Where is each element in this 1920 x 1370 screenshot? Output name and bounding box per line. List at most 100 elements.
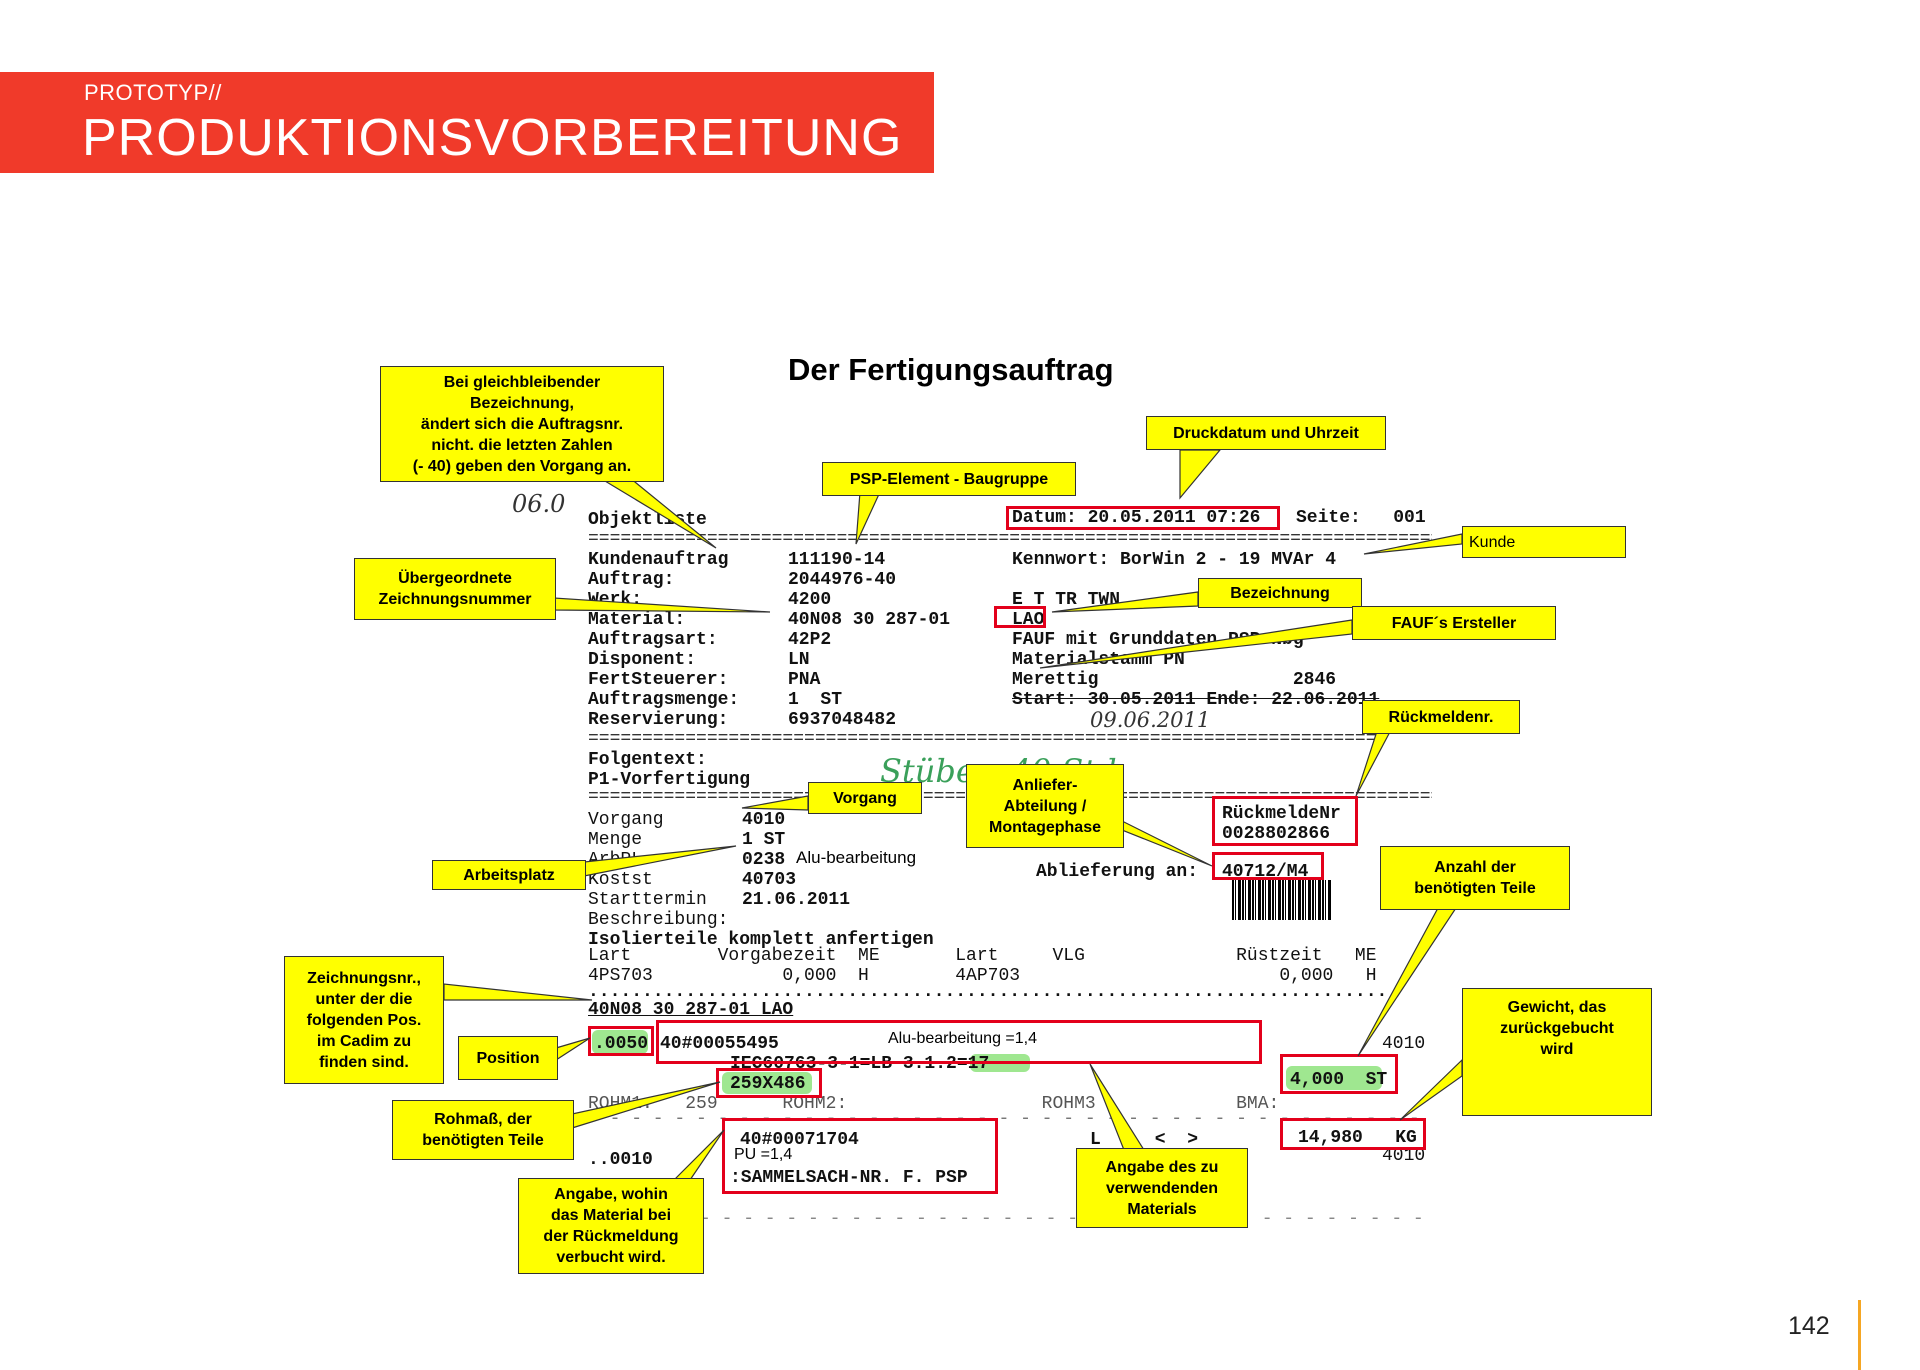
callout-rohmass: Rohmaß, der benötigten Teile xyxy=(392,1100,574,1160)
field-value: 42P2 xyxy=(788,630,832,650)
page-number: 142 xyxy=(1788,1312,1830,1340)
position2-material: 40#00071704 xyxy=(740,1130,859,1150)
callout-rueckmeldenr: Rückmeldenr. xyxy=(1362,700,1520,734)
highlight-quantity xyxy=(1286,1066,1382,1090)
arbpl-note: Alu-bearbeitung xyxy=(796,848,917,867)
frame-rueckmelde xyxy=(1212,796,1358,846)
field-label: Disponent: xyxy=(588,650,697,670)
lart-header: Lart Vorgabezeit ME Lart VLG Rüstzeit ME xyxy=(588,946,1377,966)
pointer-angabe-material xyxy=(1089,1063,1146,1151)
frame-material-line xyxy=(656,1020,1262,1064)
dots-line: ........................................… xyxy=(588,982,1388,1002)
pointer-uebergeordnete xyxy=(553,597,771,613)
page-accent-bar xyxy=(1858,1300,1861,1370)
field-label: Auftrag: xyxy=(588,570,675,590)
callout-angabe-wohin: Angabe, wohin das Material bei der Rückm… xyxy=(518,1178,704,1274)
rueckmelde-value: 0028802866 xyxy=(1222,824,1331,844)
field-value: 1 ST xyxy=(788,690,843,710)
field-label: FertSteuerer: xyxy=(588,670,729,690)
position2-note: PU =1,4 xyxy=(734,1146,793,1163)
position-dimension: 259X486 xyxy=(730,1074,806,1094)
position-note: Alu-bearbeitung =1,4 xyxy=(888,1030,1037,1047)
vorgang-value: 40703 xyxy=(742,870,797,890)
callout-psp: PSP-Element - Baugruppe xyxy=(822,462,1076,496)
vorgang-label: Vorgang xyxy=(588,810,664,830)
position-material: 40#00055495 xyxy=(660,1034,779,1054)
doc-seite: Seite: 001 xyxy=(1296,508,1426,528)
field-value: 111190-14 xyxy=(788,550,886,570)
field-label: Material: xyxy=(588,610,686,630)
barcode xyxy=(1232,880,1332,920)
position2-mid: L < > xyxy=(1090,1130,1199,1150)
field-value: 4200 xyxy=(788,590,832,610)
pointer-anzahl xyxy=(1357,907,1458,1057)
pointer-zeichnungsnr xyxy=(443,983,593,1001)
vorgang-label: Kostst xyxy=(588,870,653,890)
pointer-angabe-wohin xyxy=(672,1129,725,1181)
pointer-auftragsnr xyxy=(597,477,717,549)
separator-1: ========================================… xyxy=(588,532,1432,546)
frame-datum xyxy=(1006,506,1280,530)
callout-fauf: FAUF´s Ersteller xyxy=(1352,606,1556,640)
field-value: LN xyxy=(788,650,810,670)
right-line: Materialstamm PN xyxy=(1012,650,1185,670)
separator-2: ========================================… xyxy=(588,732,1378,746)
highlight-position xyxy=(592,1030,648,1054)
frame-weight xyxy=(1280,1118,1426,1150)
header-pretitle: PROTOTYP// xyxy=(84,80,222,105)
pointer-fauf xyxy=(1039,619,1353,669)
callout-anliefer: Anliefer- Abteilung / Montagephase xyxy=(966,764,1124,848)
callout-position: Position xyxy=(458,1036,558,1080)
field-value: 2044976-40 xyxy=(788,570,897,590)
right-line: Start: 30.05.2011 Ende: 22.06.2011 xyxy=(1012,690,1380,710)
callout-vorgang: Vorgang xyxy=(808,782,922,814)
callout-arbeitsplatz: Arbeitsplatz xyxy=(432,860,586,890)
ablieferung-label: Ablieferung an: xyxy=(1036,862,1199,882)
pointer-position xyxy=(555,1037,591,1062)
pointer-rueckmeldenr xyxy=(1355,727,1393,797)
rueckmelde-label: RückmeldeNr xyxy=(1222,804,1341,824)
position-vorgang: 4010 xyxy=(1382,1034,1426,1054)
pointer-arbeitsplatz xyxy=(583,845,737,877)
frame-sammel xyxy=(722,1118,998,1194)
field-label: Auftragsart: xyxy=(588,630,718,650)
field-label: Kundenauftrag xyxy=(588,550,729,570)
handwritten-top: 06.0 xyxy=(512,490,566,518)
field-value: PNA xyxy=(788,670,821,690)
callout-zeichnungsnr: Zeichnungsnr., unter der die folgenden P… xyxy=(284,956,444,1084)
field-label: Reservierung: xyxy=(588,710,729,730)
frame-quantity xyxy=(1280,1054,1398,1094)
header-title: PRODUKTIONSVORBEREITUNG xyxy=(82,109,903,167)
right-line: Kennwort: BorWin 2 - 19 MVAr 4 xyxy=(1012,550,1337,570)
lart-row: 4PS703 0,000 H 4AP703 0,000 H xyxy=(588,966,1377,986)
vorgang-value: 21.06.2011 xyxy=(742,890,851,910)
field-value: 6937048482 xyxy=(788,710,897,730)
beschreibung-value: Isolierteile komplett anfertigen xyxy=(588,930,934,950)
pointer-druckdatum xyxy=(1179,449,1222,500)
position2-weight: 14,980 KG xyxy=(1298,1128,1417,1148)
callout-anzahl: Anzahl der benötigten Teile xyxy=(1380,846,1570,910)
callout-uebergeordnete: Übergeordnete Zeichnungsnummer xyxy=(354,558,556,620)
position-number: .0050 xyxy=(594,1034,649,1054)
highlight-dimension xyxy=(722,1072,812,1094)
pointer-vorgang xyxy=(741,795,809,811)
frame-position xyxy=(588,1026,654,1056)
callout-angabe-material: Angabe des zu verwendenden Materials xyxy=(1076,1148,1248,1228)
slide-title: Der Fertigungsauftrag xyxy=(788,352,1114,387)
vorgang-value: 1 ST xyxy=(742,830,786,850)
position-quantity: 4,000 ST xyxy=(1290,1070,1388,1090)
position2-vorgang: 4010 xyxy=(1382,1146,1426,1166)
header-band: PROTOTYP// PRODUKTIONSVORBEREITUNG xyxy=(0,72,934,173)
field-value: 40N08 30 287-01 xyxy=(788,610,951,630)
folgentext-value: P1-Vorfertigung xyxy=(588,770,751,790)
callout-druckdatum: Druckdatum und Uhrzeit xyxy=(1146,416,1386,450)
callout-kunde: Kunde xyxy=(1462,526,1626,558)
drawing-number: 40N08 30 287-01 LAO xyxy=(588,1000,794,1020)
doc-datum: Datum: 20.05.2011 07:26 xyxy=(1012,508,1261,528)
position2-number: ..0010 xyxy=(588,1150,653,1170)
vorgang-value: 0238 xyxy=(742,850,786,870)
callout-auftragsnr: Bei gleichbleibender Bezeichnung, ändert… xyxy=(380,366,664,482)
pointer-bezeichnung xyxy=(1051,591,1199,613)
frame-ablieferung xyxy=(1212,852,1324,880)
